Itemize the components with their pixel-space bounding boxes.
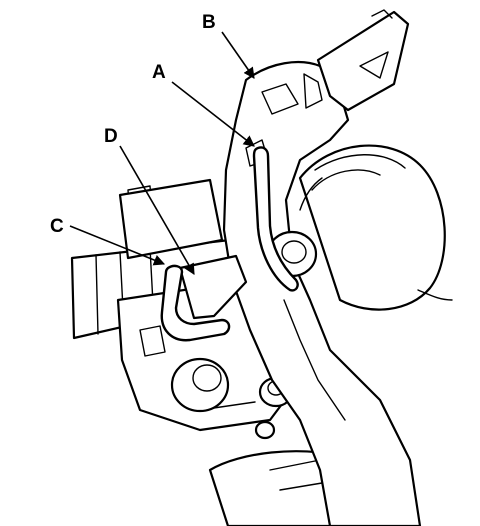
leader-a xyxy=(171,81,255,147)
bolt-small xyxy=(254,420,276,440)
top-clamp xyxy=(316,9,410,112)
callout-b: B xyxy=(202,12,216,33)
leader-b xyxy=(221,31,255,79)
spring-hook-a xyxy=(252,146,299,292)
bolt-left xyxy=(170,357,230,413)
leader-d xyxy=(119,145,195,275)
callout-a: A xyxy=(152,62,166,83)
callout-d: D xyxy=(104,126,118,147)
pedal-lever xyxy=(222,60,422,526)
callout-c: C xyxy=(50,216,64,237)
leader-c xyxy=(69,225,166,266)
spring-hook-c xyxy=(160,264,231,342)
drum-housing xyxy=(298,144,453,311)
stopper-block xyxy=(178,254,248,320)
